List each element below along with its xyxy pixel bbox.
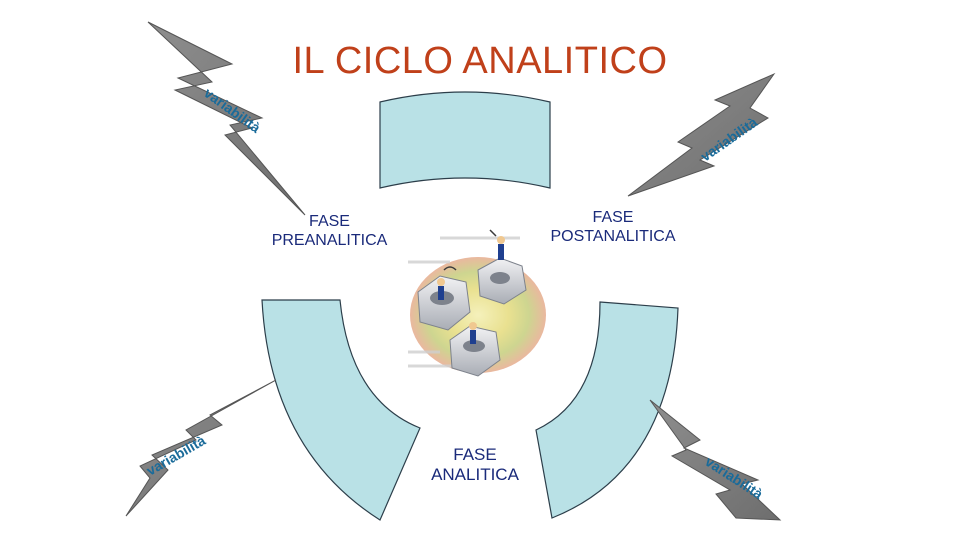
phase-pre-line2: PREANALITICA	[252, 232, 407, 251]
arc-top	[380, 92, 550, 188]
phase-label-preanalytic: FASE PREANALITICA	[252, 213, 407, 251]
phase-label-analytic: FASE ANALITICA	[405, 445, 545, 485]
phase-post-line1: FASE	[532, 209, 694, 228]
phase-ana-line2: ANALITICA	[405, 465, 545, 485]
slide-title: IL CICLO ANALITICO	[260, 40, 700, 83]
lightning-bolt-top-right	[628, 74, 774, 196]
phase-label-postanalytic: FASE POSTANALITICA	[532, 209, 694, 247]
phase-post-line2: POSTANALITICA	[532, 228, 694, 247]
phase-ana-line1: FASE	[405, 445, 545, 465]
phase-pre-line1: FASE	[252, 213, 407, 232]
hex-nuts-with-workers-illustration	[408, 230, 546, 376]
arc-left	[262, 300, 420, 520]
